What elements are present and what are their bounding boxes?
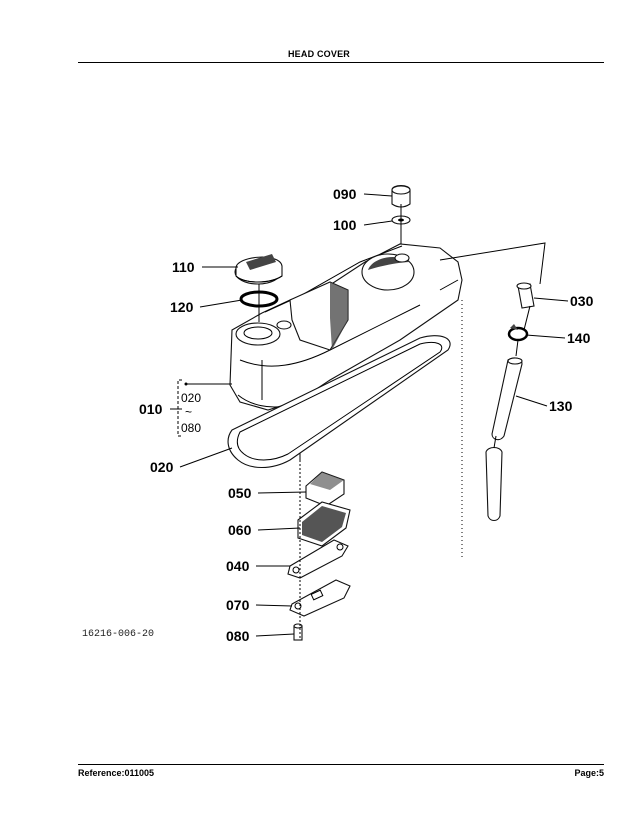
- group-label-bottom: 080: [181, 421, 201, 435]
- callout-040: 040: [226, 558, 250, 574]
- filter-element-part: [297, 501, 351, 547]
- callout-060: 060: [228, 522, 252, 538]
- drawing-id: 16216-006-20: [82, 629, 154, 640]
- callout-100: 100: [333, 217, 357, 233]
- callout-110: 110: [172, 259, 195, 275]
- baffle-part: [305, 471, 345, 507]
- callout-020: 020: [150, 459, 174, 475]
- callout-090: 090: [333, 186, 357, 202]
- callout-010: 010: [139, 401, 163, 417]
- group-label-range: ~: [185, 405, 192, 419]
- oil-filler-cap-part: [234, 254, 283, 285]
- reference-label: Reference:011005: [78, 768, 155, 778]
- page-number: Page:5: [574, 768, 604, 778]
- header-rule: [78, 62, 604, 63]
- group-bracket: [177, 379, 188, 437]
- callout-120: 120: [170, 299, 194, 315]
- screw-part: [293, 623, 303, 641]
- assembly-lines: [258, 204, 546, 640]
- gasket-part: [227, 335, 451, 469]
- callout-050: 050: [228, 485, 252, 501]
- breather-hose-part: [491, 357, 523, 441]
- head-cover-part: [229, 243, 463, 460]
- callout-030: 030: [570, 293, 594, 309]
- callout-140: 140: [567, 330, 591, 346]
- nut-part: [391, 184, 411, 208]
- callout-070: 070: [226, 597, 250, 613]
- shield-plate-part: [287, 539, 349, 579]
- pipe-part: [516, 282, 535, 309]
- callout-130: 130: [549, 398, 573, 414]
- callout-080: 080: [226, 628, 250, 644]
- footer-rule: [78, 764, 604, 765]
- cover-plate-part: [289, 579, 351, 617]
- page-title: HEAD COVER: [287, 49, 350, 59]
- group-label-top: 020: [181, 391, 201, 405]
- clamp-part: [507, 324, 529, 342]
- hose-end-part: [485, 446, 503, 522]
- leader-lines: [170, 193, 569, 637]
